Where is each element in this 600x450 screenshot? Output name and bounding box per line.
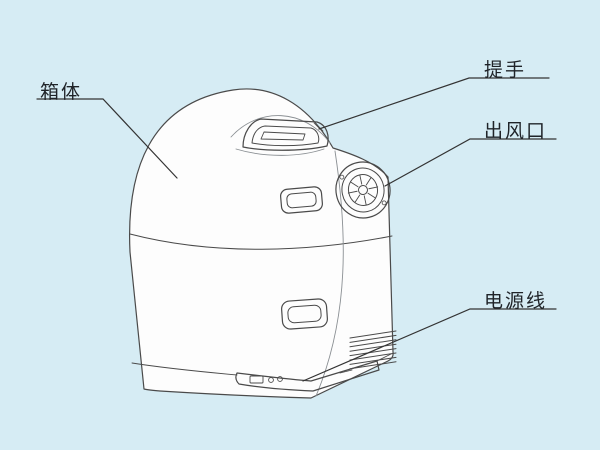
label-power-cord: 电源线 <box>484 290 548 312</box>
lower-grip-recess <box>281 298 328 330</box>
leader-line-air-outlet <box>384 138 557 187</box>
vent-slats <box>349 330 397 370</box>
handle-plateau-arc-bottom <box>235 148 325 156</box>
label-handle: 提手 <box>484 59 527 81</box>
leader-line-power-cord <box>302 308 557 382</box>
base-seam-left <box>131 362 238 376</box>
device-illustration <box>128 88 397 399</box>
base-seam-right <box>376 353 392 362</box>
front-right-edge <box>315 150 344 397</box>
power-inlet <box>249 375 264 384</box>
power-indicator-1 <box>268 377 274 383</box>
body-outline <box>128 88 394 399</box>
body-seam-line <box>129 233 393 250</box>
upper-grip-recess <box>280 186 323 214</box>
base-strip <box>235 360 380 392</box>
label-body: 箱体 <box>40 81 83 103</box>
handle-plateau-arc-top <box>230 115 331 144</box>
air-outlet-fan <box>335 161 391 219</box>
leader-line-body <box>36 98 178 179</box>
leader-line-handle <box>318 77 550 130</box>
label-air-outlet: 出风口 <box>484 120 548 142</box>
power-indicator-2 <box>277 376 283 382</box>
leader-lines <box>36 77 557 382</box>
